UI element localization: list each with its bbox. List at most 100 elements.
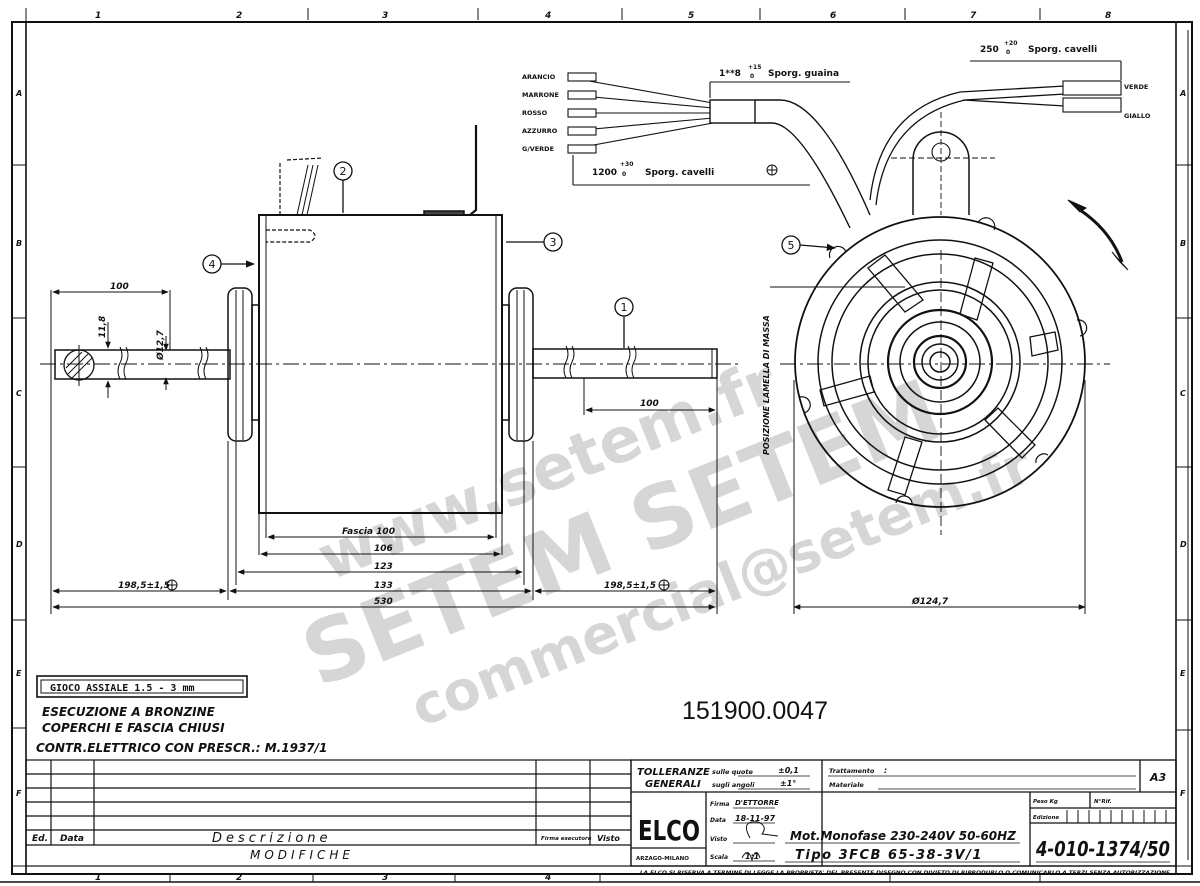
svg-text:100: 100 (110, 282, 129, 292)
svg-text:1200: 1200 (592, 168, 617, 178)
svg-text:ROSSO: ROSSO (522, 109, 548, 117)
svg-text:A: A (15, 89, 22, 98)
svg-text:198,5±1,5: 198,5±1,5 (118, 581, 170, 591)
svg-text:5: 5 (688, 11, 694, 21)
svg-text:MARRONE: MARRONE (522, 91, 559, 99)
svg-text:3: 3 (382, 873, 388, 883)
svg-text:A: A (1179, 89, 1186, 98)
svg-text:Firma: Firma (710, 801, 729, 808)
svg-text:B: B (16, 239, 22, 248)
column-markers: 1 2 3 4 5 6 7 8 1 2 3 4 (95, 11, 1111, 883)
svg-text:11,8: 11,8 (98, 316, 108, 338)
drawing-title-line-1: Mot.Monofase 230-240V 50-60HZ (790, 829, 1016, 843)
title-block (630, 759, 1177, 867)
svg-text:0: 0 (622, 171, 626, 178)
svg-text:3: 3 (550, 236, 557, 249)
notes: GIOCO ASSIALE 1.5 - 3 mm ESECUZIONE A BR… (36, 675, 327, 755)
row-markers: A B C D E F A B C D E F (15, 89, 1187, 798)
title-block-text: TOLLERANZE GENERALI sulle quote sugli an… (636, 766, 1170, 876)
note-covers: COPERCHI E FASCIA CHIUSI (42, 721, 225, 735)
svg-text:POSIZIONE LAMELLA DI MASSA: POSIZIONE LAMELLA DI MASSA (762, 315, 771, 455)
wiring-dimensions: 1**8 +15 0 Sporg. guaina 1200 +30 0 Spor… (592, 40, 1097, 178)
svg-text:+30: +30 (620, 161, 633, 168)
svg-text:Sporg. cavelli: Sporg. cavelli (645, 168, 714, 178)
svg-text:8: 8 (1105, 11, 1111, 21)
svg-text:2: 2 (236, 11, 242, 21)
svg-text:B: B (1180, 239, 1186, 248)
svg-text:Fascia 100: Fascia 100 (342, 527, 395, 537)
svg-text:Ø124,7: Ø124,7 (911, 596, 949, 607)
svg-text:C: C (16, 389, 22, 398)
svg-text:D: D (16, 540, 23, 549)
svg-text:7: 7 (970, 11, 977, 21)
svg-text:18-11-97: 18-11-97 (735, 814, 775, 823)
svg-text:Data: Data (60, 834, 84, 844)
svg-text:±0,1: ±0,1 (778, 766, 799, 775)
svg-text:N°Rif.: N°Rif. (1094, 799, 1112, 805)
drawing-number: 4-010-1374/50 (1035, 837, 1170, 861)
svg-text:sugli angoli: sugli angoli (712, 781, 755, 789)
svg-text:Edizione: Edizione (1033, 815, 1059, 821)
svg-text:1: 1 (95, 873, 101, 883)
svg-text:Materiale: Materiale (829, 781, 864, 789)
svg-text:GIALLO: GIALLO (1124, 112, 1151, 120)
svg-text::: : (884, 766, 887, 775)
svg-text:F: F (16, 789, 22, 798)
svg-text:E: E (1180, 669, 1186, 678)
svg-text:Trattamento: Trattamento (829, 767, 875, 775)
svg-text:Scala: Scala (710, 854, 728, 861)
svg-text:G/VERDE: G/VERDE (522, 145, 554, 153)
svg-text:ARZAGO-MILANO: ARZAGO-MILANO (636, 856, 689, 862)
svg-text:Ed.: Ed. (32, 834, 48, 844)
svg-text:ARANCIO: ARANCIO (522, 73, 556, 81)
svg-text:Sporg. cavelli: Sporg. cavelli (1028, 45, 1097, 55)
svg-text:106: 106 (374, 544, 393, 554)
rotation-arrow-icon (1067, 199, 1129, 271)
motor-front-view (770, 216, 1110, 614)
svg-text:Visto: Visto (710, 836, 727, 843)
dimension-lines (52, 289, 1086, 610)
modifiche-label: MODIFICHE (250, 848, 354, 862)
part-number: 151900.0047 (682, 697, 828, 725)
svg-text:6: 6 (830, 11, 836, 21)
svg-text:F: F (1180, 789, 1186, 798)
svg-text:+15: +15 (748, 64, 761, 71)
svg-text:530: 530 (374, 597, 393, 607)
svg-text:Ø12,7: Ø12,7 (155, 329, 166, 361)
svg-text:198,5±1,5: 198,5±1,5 (604, 581, 656, 591)
svg-text:+20: +20 (1004, 40, 1017, 47)
svg-text:4: 4 (544, 873, 551, 883)
callout-labels: 1 2 3 4 5 (209, 165, 795, 314)
svg-text:Peso Kg: Peso Kg (1033, 799, 1058, 805)
legal-notice: LA ELCO SI RISERVA A TERMINE DI LEGGE LA… (640, 870, 1170, 876)
motor-side-view (40, 125, 740, 614)
svg-text:TOLLERANZE: TOLLERANZE (637, 767, 710, 778)
svg-text:133: 133 (374, 581, 393, 591)
svg-text:3: 3 (382, 11, 388, 21)
callout-bubbles (202, 161, 836, 348)
svg-text:Data: Data (710, 817, 726, 824)
svg-text:E: E (16, 669, 22, 678)
drawing-title-line-2: Tipo 3FCB 65-38-3V/1 (795, 848, 983, 863)
svg-text:AZZURRO: AZZURRO (522, 127, 558, 135)
axial-play-note: GIOCO ASSIALE 1.5 - 3 mm (50, 683, 195, 694)
svg-text:D'ETTORRE: D'ETTORRE (735, 799, 779, 807)
elco-logo: ELCO (638, 814, 700, 847)
svg-text:4: 4 (209, 258, 216, 271)
svg-text:1: 1 (621, 301, 628, 314)
modifications-headers: Ed. Data Descrizione Firma esecutore Vis… (32, 831, 620, 862)
svg-text:2: 2 (236, 873, 242, 883)
wiring-labels: ARANCIO MARRONE ROSSO AZZURRO G/VERDE VE… (522, 73, 1151, 153)
svg-text:1: 1 (95, 11, 101, 21)
note-bearings: ESECUZIONE A BRONZINE (42, 705, 216, 719)
note-electrical-check: CONTR.ELETTRICO CON PRESCR.: M.1937/1 (36, 741, 327, 755)
svg-text:C: C (1180, 389, 1186, 398)
svg-text:1**8: 1**8 (719, 69, 741, 79)
svg-text:1:1: 1:1 (745, 852, 759, 861)
datum-symbols (166, 164, 778, 591)
svg-text:D: D (1180, 540, 1187, 549)
svg-text:Descrizione: Descrizione (212, 831, 332, 846)
svg-text:VERDE: VERDE (1124, 83, 1148, 91)
svg-text:0: 0 (1006, 49, 1010, 56)
